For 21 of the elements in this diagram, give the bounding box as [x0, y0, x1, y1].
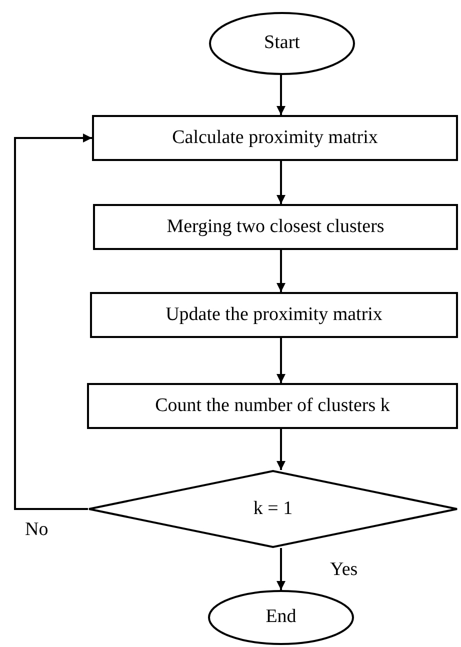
- arrow: [276, 161, 286, 204]
- decision-diamond: [88, 470, 458, 548]
- process-box: [90, 292, 458, 338]
- process-box: [87, 383, 458, 429]
- node-label: Merging two closest clusters: [166, 216, 384, 238]
- node-label: End: [266, 607, 296, 628]
- arrow: [276, 548, 286, 590]
- node-label: Calculate proximity matrix: [172, 128, 378, 148]
- process-box: [92, 115, 458, 161]
- node-label: Update the proximity matrix: [166, 304, 382, 326]
- terminal-ellipse: [209, 12, 355, 75]
- terminal-ellipse: [208, 590, 354, 645]
- arrow: [276, 75, 286, 115]
- arrow: [14, 134, 92, 510]
- arrow: [276, 338, 286, 383]
- node-label: Start: [264, 33, 300, 54]
- node-label: Count the number of clusters k: [155, 396, 390, 416]
- arrow: [276, 250, 286, 292]
- arrow: [276, 429, 286, 470]
- node-label: k = 1: [253, 498, 293, 520]
- process-box: [93, 204, 458, 250]
